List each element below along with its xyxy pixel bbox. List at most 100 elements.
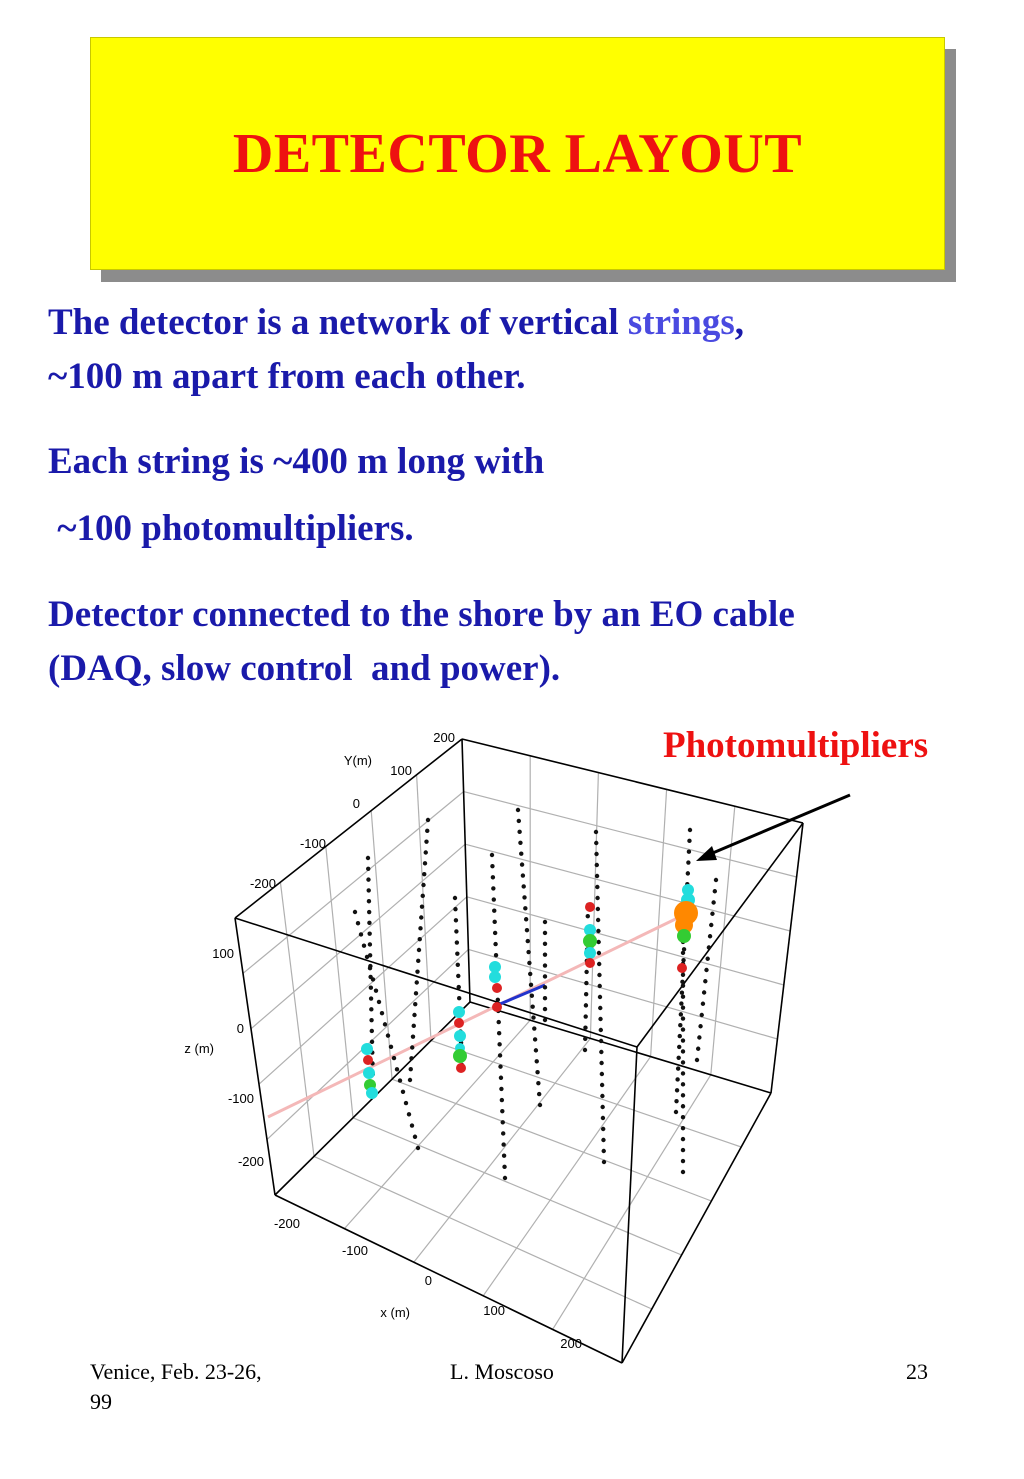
pmt-dot: [414, 980, 419, 985]
pmt-dot: [680, 1104, 686, 1109]
pmt-dot: [542, 963, 548, 968]
pmt-dot: [492, 930, 498, 936]
pmt-dot: [456, 973, 461, 979]
pmt-dot: [411, 1023, 416, 1029]
pmt-dot: [680, 1093, 686, 1098]
callout-arrow: [696, 793, 851, 861]
z-tick-label: 0: [237, 1021, 244, 1036]
grid-line: [391, 1078, 712, 1202]
grid-line: [650, 789, 668, 1057]
pmt-dot: [598, 1016, 603, 1022]
pmt-dot: [397, 1078, 403, 1083]
hit-pmt: [675, 916, 693, 934]
pmt-dot: [684, 903, 689, 909]
grid-line: [430, 1040, 742, 1148]
pmt-dot: [711, 900, 716, 905]
pmt-dot: [585, 913, 590, 919]
pmt-dot: [542, 974, 548, 979]
cube-edge: [274, 1001, 471, 1196]
pmt-dot: [501, 1142, 506, 1147]
title-box: DETECTOR LAYOUT: [90, 37, 945, 270]
pmt-dot: [494, 975, 500, 980]
pmt-dot: [600, 1093, 605, 1099]
pmt-dot: [515, 807, 521, 813]
pmt-dot: [680, 1005, 686, 1010]
pmt-dot: [489, 852, 495, 858]
pmt-dot: [596, 939, 601, 945]
hit-pmt: [584, 924, 596, 936]
pmt-dot: [595, 884, 600, 890]
pmt-dot: [454, 940, 460, 945]
cube-edge: [770, 822, 804, 1094]
pmt-dot: [416, 958, 421, 964]
pmt-dot: [412, 1134, 418, 1139]
pmt-dot: [367, 953, 373, 958]
hit-pmt: [585, 958, 595, 968]
y-axis-label: Y(m): [344, 753, 372, 768]
hit-pmt: [677, 929, 691, 943]
grid-line: [352, 1117, 682, 1256]
pmt-dot: [453, 906, 458, 912]
pmt-dot: [596, 928, 601, 934]
pmt-dot: [417, 936, 422, 942]
pmt-dot: [583, 992, 589, 997]
pmt-dot: [370, 1061, 375, 1066]
hit-pmt: [585, 902, 595, 912]
hit-pmt: [454, 1018, 464, 1028]
pmt-dot: [700, 1001, 706, 1006]
pmt-dot: [391, 1055, 397, 1061]
pmt-dot: [532, 1037, 538, 1042]
pmt-dot: [457, 996, 462, 1001]
pmt-dot: [459, 1051, 464, 1057]
photomultipliers-label: Photomultipliers: [663, 725, 929, 766]
muon-track: [267, 910, 691, 1119]
pmt-dot: [680, 983, 686, 988]
pmt-dot: [409, 1123, 415, 1128]
pmt-dot: [680, 1125, 686, 1131]
pmt-dot: [410, 1045, 415, 1050]
arrow-head: [696, 846, 717, 861]
pmt-dot: [368, 974, 373, 980]
pmt-dot: [680, 1147, 686, 1153]
pmt-dot: [601, 1137, 606, 1143]
paragraph-length-line1: Each string is ~400 m long with: [48, 441, 545, 482]
pmt-dot: [675, 1077, 680, 1082]
pmt-dot: [365, 855, 371, 861]
pmt-dot: [368, 963, 373, 969]
pmt-dot: [683, 914, 688, 919]
hit-pmt: [363, 1067, 375, 1079]
pmt-dot: [409, 1056, 414, 1061]
pmt-dot: [423, 850, 428, 855]
pmt-dot: [678, 1023, 683, 1028]
hit-pmt: [364, 1079, 376, 1091]
pmt-dot: [403, 1100, 409, 1106]
strings-highlight: strings: [627, 302, 735, 343]
pmt-dot: [454, 929, 459, 934]
hit-pmt: [366, 1087, 378, 1099]
pmt-dot: [500, 1108, 505, 1114]
pmt-dot: [680, 1136, 686, 1142]
pmt-dot: [521, 884, 526, 889]
pmt-dot: [517, 829, 522, 835]
grid-line: [465, 843, 791, 932]
pmt-dot: [681, 957, 686, 963]
pmt-dot: [523, 917, 529, 922]
pmt-dot: [585, 925, 590, 930]
pmt-dot: [680, 972, 686, 977]
pmt-dot: [685, 882, 690, 887]
pmt-dot: [394, 1067, 400, 1072]
pmt-dot: [703, 979, 708, 984]
pmt-dot: [491, 886, 496, 891]
pmt-dot: [686, 849, 692, 854]
pmt-dot: [697, 1035, 702, 1040]
pmt-dot: [528, 971, 533, 977]
pmt-dot: [419, 904, 425, 909]
pmt-dot: [366, 888, 371, 893]
pmt-dot: [709, 922, 714, 928]
pmt-dot: [682, 925, 688, 930]
pmt-dot: [583, 1025, 588, 1030]
pmt-dot: [418, 926, 423, 931]
hit-pmt: [361, 1043, 373, 1055]
paragraph-strings-line2: ~100 m apart from each other.: [48, 356, 526, 397]
